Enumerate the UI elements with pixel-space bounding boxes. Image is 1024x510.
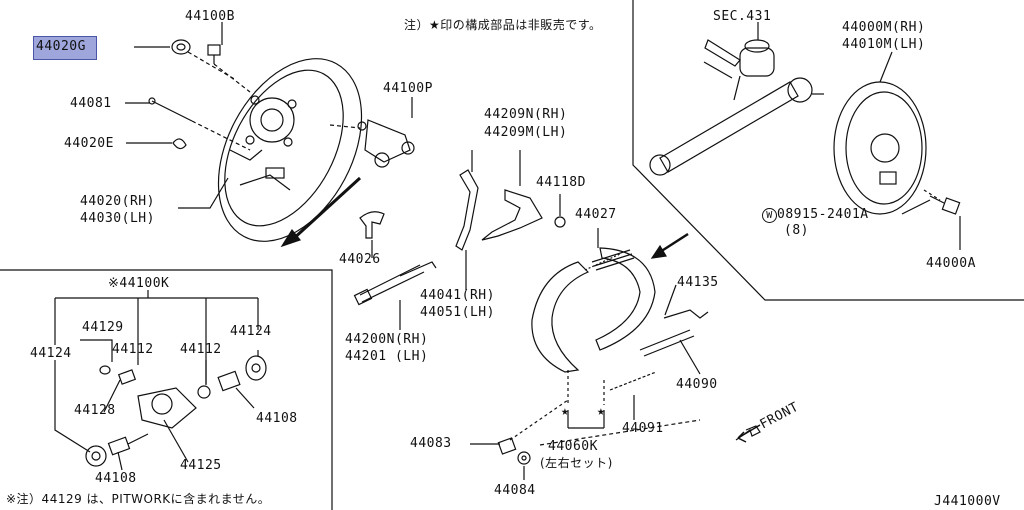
part-label-44128[interactable]: 44128	[74, 403, 116, 418]
part-44135-spring	[663, 309, 709, 319]
part-44083-cup	[497, 437, 517, 455]
part-label-44112-left[interactable]: 44112	[112, 342, 154, 357]
part-label-44090[interactable]: 44090	[676, 377, 718, 392]
part-label-44209MLH[interactable]: 44209M(LH)	[484, 125, 568, 140]
part-label-44051LH[interactable]: 44051(LH)	[420, 305, 495, 320]
part-label-44135[interactable]: 44135	[677, 275, 719, 290]
selected-part-suffix: G	[77, 39, 86, 54]
part-label-44100B[interactable]: 44100B	[185, 9, 235, 24]
washer-symbol-icon: W	[762, 208, 777, 223]
direction-arrow-shoe	[659, 232, 689, 254]
part-44026-drawing	[359, 211, 385, 239]
part-label-44200NRH[interactable]: 44200N(RH)	[345, 332, 429, 347]
lever-44041	[455, 169, 479, 251]
part-label-44020G[interactable]: 44020G	[36, 40, 86, 54]
part-label-08915-qty: (8)	[784, 223, 809, 238]
part-label-44091[interactable]: 44091	[622, 421, 664, 436]
part-label-44060K[interactable]: 44060K	[548, 439, 598, 454]
part-44000A-bolt	[929, 195, 961, 215]
direction-arrow-left	[290, 176, 362, 242]
axle-beam-drawing	[649, 39, 824, 176]
part-44100B-bolt	[207, 44, 221, 64]
part-label-44125[interactable]: 44125	[180, 458, 222, 473]
part-label-44000A[interactable]: 44000A	[926, 256, 976, 271]
brake-shoes-44060K	[531, 247, 656, 373]
part-44118D-washer	[554, 216, 566, 228]
part-label-44041RH[interactable]: 44041(RH)	[420, 288, 495, 303]
part-44020E-clip	[172, 138, 187, 150]
part-label-44000MRH[interactable]: 44000M(RH)	[842, 20, 926, 35]
figure-id: J441000V	[934, 494, 1001, 509]
inset-parts-drawing	[85, 355, 267, 467]
part-44090-strut	[639, 329, 695, 357]
axle-panel-border	[632, 0, 1024, 301]
part-44084-washer	[517, 451, 531, 465]
drum-backing-44000M	[833, 81, 927, 215]
svg-text:★: ★	[561, 404, 569, 419]
part-label-08915-text: 08915-2401A	[777, 207, 869, 222]
inset-panel-border	[0, 269, 333, 510]
adjuster-44200N	[353, 261, 437, 306]
part-44020G-drawing	[171, 39, 191, 55]
part-label-44030LH[interactable]: 44030(LH)	[80, 211, 155, 226]
part-label-44118D[interactable]: 44118D	[536, 175, 586, 190]
part-label-44100K[interactable]: ※44100K	[108, 276, 170, 291]
selected-part-highlight[interactable]	[33, 36, 97, 60]
lever-44209N	[481, 189, 543, 241]
backing-plate-drawing	[217, 58, 363, 242]
part-label-44081[interactable]: 44081	[70, 96, 112, 111]
part-label-44100P[interactable]: 44100P	[383, 81, 433, 96]
part-label-SEC431[interactable]: SEC.431	[713, 9, 772, 24]
part-label-44108-right[interactable]: 44108	[256, 411, 298, 426]
note-top: 注）★印の構成部品は非販売です。	[404, 18, 602, 32]
part-label-44124-left[interactable]: 44124	[30, 346, 72, 361]
part-label-44060K-note: (左右セット)	[540, 456, 613, 470]
part-label-44083[interactable]: 44083	[410, 436, 452, 451]
part-label-44020E[interactable]: 44020E	[64, 136, 114, 151]
part-label-44124-right[interactable]: 44124	[230, 324, 272, 339]
part-44081-pin	[148, 97, 193, 122]
part-label-44129[interactable]: 44129	[82, 320, 124, 335]
part-label-44108-left[interactable]: 44108	[95, 471, 137, 486]
part-label-44201LH[interactable]: 44201 (LH)	[345, 349, 429, 364]
part-label-44010MLH[interactable]: 44010M(LH)	[842, 37, 926, 52]
svg-text:★: ★	[597, 404, 605, 419]
part-44091-spring	[609, 371, 657, 391]
part-label-44020RH[interactable]: 44020(RH)	[80, 194, 155, 209]
part-label-44027[interactable]: 44027	[575, 207, 617, 222]
note-bottom: ※注）44129 は、PITWORKに含まれません。	[6, 492, 271, 506]
selected-part-number: 44020	[36, 39, 78, 54]
part-label-44084[interactable]: 44084	[494, 483, 536, 498]
part-label-44209NRH[interactable]: 44209N(RH)	[484, 107, 568, 122]
part-label-44026[interactable]: 44026	[339, 252, 381, 267]
wheel-cylinder-44100P	[357, 119, 415, 168]
part-label-44112-right[interactable]: 44112	[180, 342, 222, 357]
